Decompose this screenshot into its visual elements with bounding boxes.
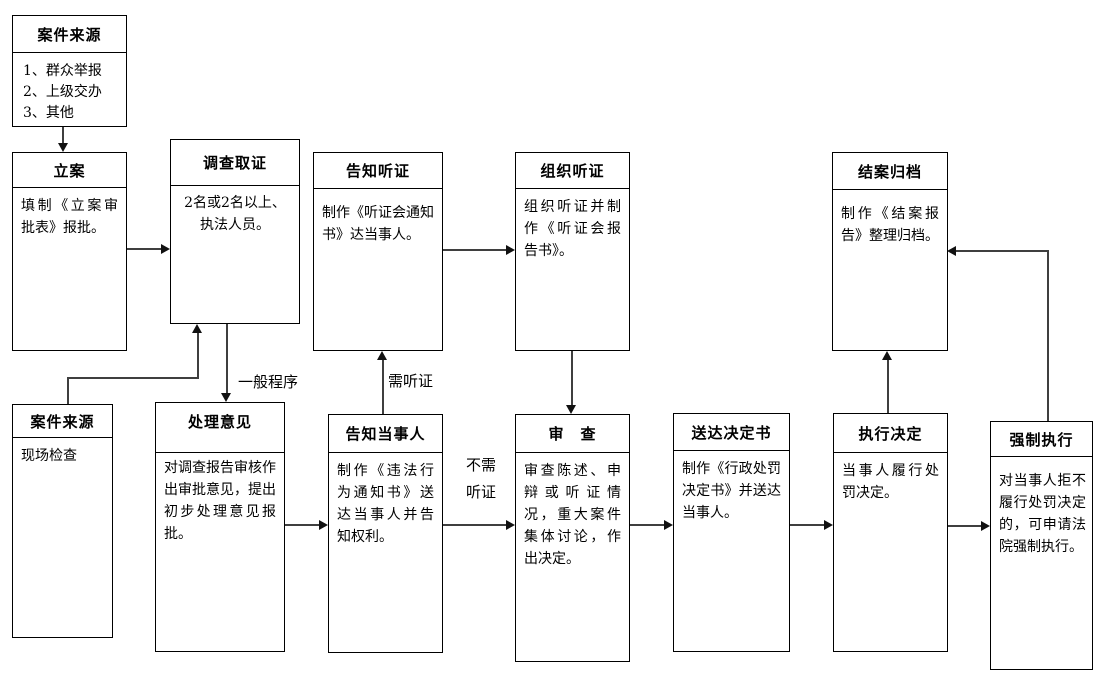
box-title: 执行决定: [834, 414, 947, 453]
flow-box-notify-party: 告知当事人 制作《违法行为通知书》送达当事人并告知权利。: [328, 414, 443, 653]
box-text: 制作《听证会通知书》达当事人。: [322, 205, 434, 243]
box-title: 调查取证: [171, 140, 299, 186]
edge-investigation-to-handling-opinion-line: [226, 324, 228, 394]
arrowhead-down-icon: [58, 143, 68, 152]
flow-box-closing-archive: 结案归档 制作《结案报告》整理归档。: [832, 152, 948, 351]
arrowhead-right-icon: [664, 520, 673, 530]
flow-box-case-source-bottom: 案件来源 现场检查: [12, 404, 113, 638]
box-title: 强制执行: [991, 422, 1092, 457]
flow-box-compulsory-execution: 强制执行 对当事人拒不履行处罚决定的，可申请法院强制执行。: [990, 421, 1093, 670]
box-text: 制作《行政处罚决定书》并送达当事人。: [682, 461, 781, 521]
arrowhead-up-icon: [882, 351, 892, 360]
box-text: 对当事人拒不履行处罚决定的，可申请法院强制执行。: [999, 473, 1086, 555]
arrowhead-right-icon: [824, 520, 833, 530]
box-title: 案件来源: [13, 405, 112, 438]
box-text: 2名或2名以上、 执法人员。: [184, 195, 286, 233]
flow-box-case-source-top: 案件来源 1、群众举报 2、上级交办 3、其他: [12, 15, 127, 127]
box-text: 制作《结案报告》整理归档。: [841, 206, 939, 244]
edge-review-to-deliver-decision-line: [630, 524, 665, 526]
box-title: 送达决定书: [674, 414, 789, 451]
arrowhead-up-icon: [377, 351, 387, 360]
box-text: 现场检查: [21, 448, 77, 464]
edge-notify-party-to-notify-hearing-line: [382, 359, 384, 414]
box-title: 组织听证: [516, 153, 629, 189]
box-text: 制作《违法行为通知书》送达当事人并告知权利。: [337, 463, 434, 545]
arrowhead-right-icon: [981, 521, 990, 531]
box-text: 填制《立案审批表》报批。: [21, 198, 118, 236]
edge-case-source-bottom-to-investigation-h: [67, 377, 199, 379]
flow-box-review: 审 查 审查陈述、申辩或听证情况，重大案件集体讨论，作出决定。: [515, 414, 630, 662]
edge-case-source-to-filing-line: [62, 127, 64, 144]
box-title: 告知当事人: [329, 415, 442, 453]
flow-box-investigation: 调查取证 2名或2名以上、 执法人员。: [170, 139, 300, 324]
edge-label-hearing-required: 需听证: [388, 372, 434, 390]
edge-execute-decision-to-compulsory-execution-line: [948, 525, 982, 527]
box-title: 结案归档: [833, 153, 947, 190]
edge-filing-to-investigation-line: [127, 248, 162, 250]
box-text: 对调查报告审核作出审批意见，提出初步处理意见报批。: [164, 460, 276, 542]
flow-box-filing: 立案 填制《立案审批表》报批。: [12, 152, 127, 351]
box-text: 1、群众举报 2、上级交办 3、其他: [23, 63, 102, 121]
arrowhead-left-icon: [947, 246, 956, 256]
edge-compulsory-execution-to-closing-archive-v: [1047, 251, 1049, 421]
edge-organize-hearing-to-review-line: [571, 351, 573, 406]
arrowhead-down-icon: [221, 393, 231, 402]
arrowhead-down-icon: [566, 405, 576, 414]
box-text: 组织听证并制作《听证会报告书》。: [524, 199, 621, 259]
edge-execute-decision-to-closing-archive-line: [887, 359, 889, 413]
box-title: 告知听证: [314, 153, 442, 189]
arrowhead-up-icon: [192, 324, 202, 333]
box-title: 审 查: [516, 415, 629, 453]
arrowhead-right-icon: [506, 520, 515, 530]
arrowhead-right-icon: [161, 244, 170, 254]
edge-handling-opinion-to-notify-party-line: [285, 524, 320, 526]
box-text: 当事人履行处罚决定。: [842, 463, 939, 501]
edge-label-hearing-not-required: 不需 听证: [465, 456, 496, 501]
edge-notify-hearing-to-organize-hearing-line: [443, 249, 507, 251]
arrowhead-right-icon: [319, 520, 328, 530]
box-title: 处理意见: [156, 403, 284, 453]
flow-box-organize-hearing: 组织听证 组织听证并制作《听证会报告书》。: [515, 152, 630, 351]
box-title: 立案: [13, 153, 126, 188]
edge-compulsory-execution-to-closing-archive-h: [956, 250, 1049, 252]
arrowhead-right-icon: [506, 245, 515, 255]
flow-box-handling-opinion: 处理意见 对调查报告审核作出审批意见，提出初步处理意见报批。: [155, 402, 285, 652]
edge-deliver-decision-to-execute-decision-line: [790, 524, 825, 526]
flow-box-execute-decision: 执行决定 当事人履行处罚决定。: [833, 413, 948, 652]
flow-box-notify-hearing: 告知听证 制作《听证会通知书》达当事人。: [313, 152, 443, 351]
edge-case-source-bottom-to-investigation-v1: [67, 377, 69, 404]
box-title: 案件来源: [13, 16, 126, 53]
edge-notify-party-to-review-line: [443, 524, 507, 526]
box-text: 审查陈述、申辩或听证情况，重大案件集体讨论，作出决定。: [524, 463, 621, 567]
edge-case-source-bottom-to-investigation-v2: [197, 332, 199, 378]
flow-box-deliver-decision: 送达决定书 制作《行政处罚决定书》并送达当事人。: [673, 413, 790, 652]
edge-label-general-procedure: 一般程序: [238, 373, 299, 391]
